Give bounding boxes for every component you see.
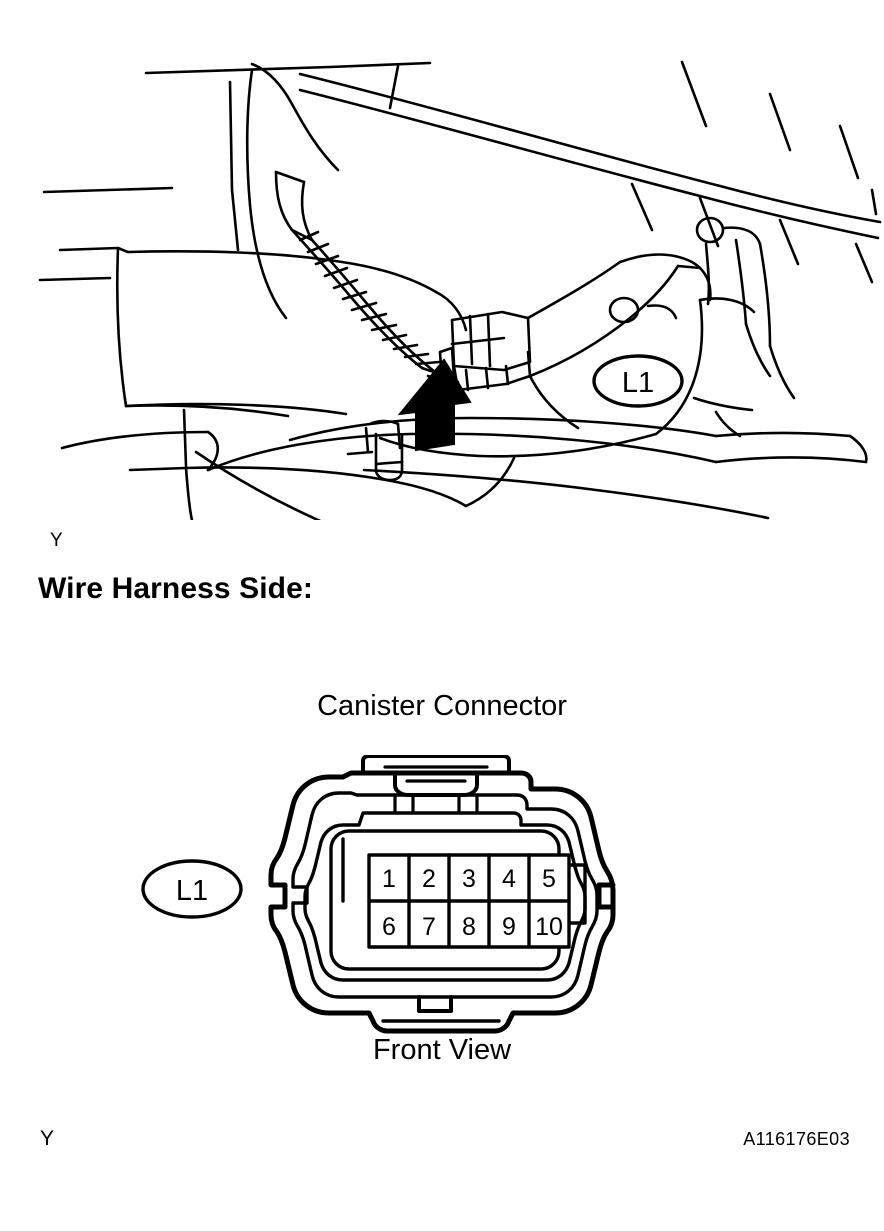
- connector-front-view-diagram: 1 2 3 4 5 6 7 8 9 10: [255, 755, 635, 1035]
- pin-row-top: 1 2 3 4 5: [382, 865, 556, 893]
- illustration-callout-l1: L1: [592, 354, 684, 408]
- pin-cell: 7: [422, 913, 436, 941]
- connector-code-label: L1: [176, 875, 208, 907]
- pin-cell: 3: [462, 865, 476, 893]
- pin-cell: 5: [542, 865, 556, 893]
- component-location-illustration: L1: [0, 0, 884, 520]
- pin-cell: 6: [382, 913, 396, 941]
- pin-cell: 8: [462, 913, 476, 941]
- pin-cell: 2: [422, 865, 436, 893]
- pin-cell: 10: [535, 913, 563, 941]
- section-heading: Wire Harness Side:: [38, 572, 313, 605]
- document-code: A116176E03: [743, 1129, 850, 1149]
- pointer-arrow-icon: [397, 358, 472, 452]
- illustration-callout-label: L1: [622, 367, 654, 399]
- pin-cell: 1: [382, 865, 396, 893]
- bottom-page-marker: Y: [40, 1127, 55, 1150]
- pin-cell: 9: [502, 913, 516, 941]
- pin-cell: 4: [502, 865, 516, 893]
- connector-code-badge: L1: [140, 858, 244, 920]
- pin-row-bottom: 6 7 8 9 10: [382, 913, 563, 941]
- connector-title: Canister Connector: [317, 690, 567, 722]
- top-page-marker: Y: [50, 530, 63, 551]
- view-caption: Front View: [372, 1034, 512, 1066]
